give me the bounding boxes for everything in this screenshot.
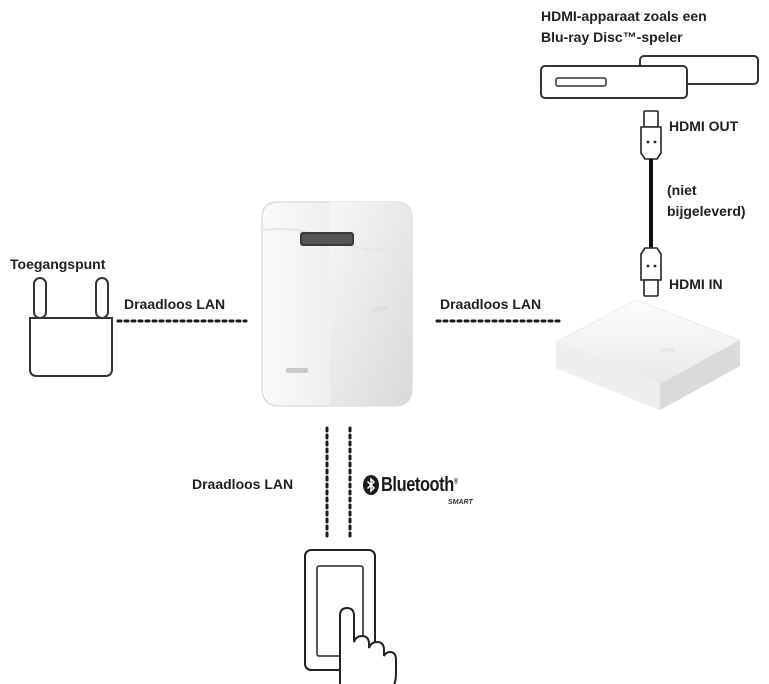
wireless-lines bbox=[116, 319, 562, 542]
wlan-right-label: Draadloos LAN bbox=[440, 296, 542, 312]
hdmi-out-label: HDMI OUT bbox=[669, 118, 739, 134]
projector-icon: SONY bbox=[261, 201, 413, 407]
bluetooth-registered-mark: ® bbox=[453, 478, 458, 486]
smartphone-hand-icon bbox=[304, 549, 397, 684]
access-point-label: Toegangspunt bbox=[10, 256, 106, 272]
not-supplied-label: (niet bijgeleverd) bbox=[667, 182, 746, 219]
router-icon bbox=[29, 277, 113, 377]
bluetooth-smart-label: SMART bbox=[448, 499, 473, 506]
hdmi-cable-icon bbox=[640, 110, 662, 297]
wlan-bottom-label: Draadloos LAN bbox=[192, 476, 294, 492]
svg-text:SONY: SONY bbox=[371, 306, 389, 314]
wlan-left-label: Draadloos LAN bbox=[124, 296, 226, 312]
bluetooth-word: Bluetooth bbox=[381, 474, 454, 496]
media-box-icon: SONY bbox=[554, 299, 742, 410]
hdmi-in-label: HDMI IN bbox=[669, 276, 723, 292]
bluetooth-icon bbox=[363, 475, 379, 495]
svg-text:SONY: SONY bbox=[660, 348, 675, 354]
hdmi-device-label: HDMI-apparaat zoals een Blu-ray Disc™-sp… bbox=[541, 8, 707, 45]
bluetooth-logo-text: Bluetooth® bbox=[381, 474, 458, 497]
bluray-player-icon bbox=[540, 55, 759, 99]
